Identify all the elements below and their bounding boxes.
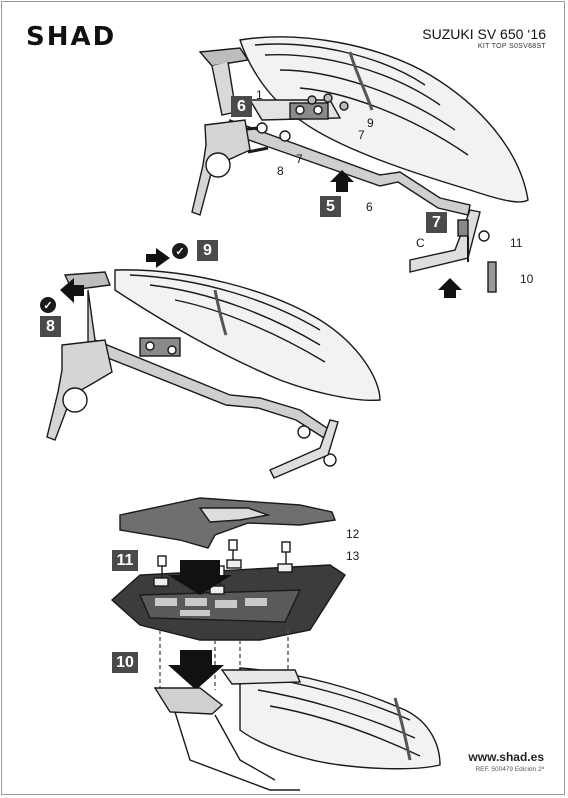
callout-7: 7 xyxy=(358,128,365,142)
brand-logo: SHAD xyxy=(26,22,117,52)
model-title: SUZUKI SV 650 ‘16 xyxy=(422,26,546,42)
website-link[interactable]: www.shad.es xyxy=(468,750,544,764)
step-5-badge: 5 xyxy=(320,196,341,217)
callout-8: 8 xyxy=(277,164,284,178)
callout-10: 10 xyxy=(520,272,534,286)
figure-plate-installed xyxy=(153,667,441,791)
step-11-badge: 11 xyxy=(112,550,138,571)
kit-reference: KIT TOP S0SV68ST xyxy=(477,43,546,50)
up-arrow-icon xyxy=(330,170,354,192)
up-arrow-icon xyxy=(438,278,462,298)
step-8-badge: 8 xyxy=(40,316,61,337)
callout-c: C xyxy=(416,236,425,250)
callout-7: 7 xyxy=(296,152,303,166)
check-icon: ✓ xyxy=(172,243,188,259)
callout-13: 13 xyxy=(346,549,360,563)
callout-1: 1 xyxy=(256,88,263,102)
step-9-badge: 9 xyxy=(197,240,218,261)
reference-edition: REF. 500479 Edición 2ª xyxy=(475,766,544,773)
down-arrow-icon xyxy=(168,560,232,595)
callout-9: 9 xyxy=(367,116,374,130)
callout-11: 11 xyxy=(510,236,523,250)
step-7-badge: 7 xyxy=(426,212,447,233)
down-arrow-icon xyxy=(168,650,224,690)
step-10-badge: 10 xyxy=(112,652,138,673)
check-icon: ✓ xyxy=(40,297,56,313)
figure-rail-mount xyxy=(191,36,529,293)
step-6-badge: 6 xyxy=(231,96,252,117)
callout-6: 6 xyxy=(366,200,373,214)
figure-top-plate xyxy=(110,497,346,690)
figure-rail-installed xyxy=(46,269,381,479)
push-arrow-icon xyxy=(146,248,170,268)
callout-12: 12 xyxy=(346,527,360,541)
push-arrow-icon xyxy=(60,278,84,303)
